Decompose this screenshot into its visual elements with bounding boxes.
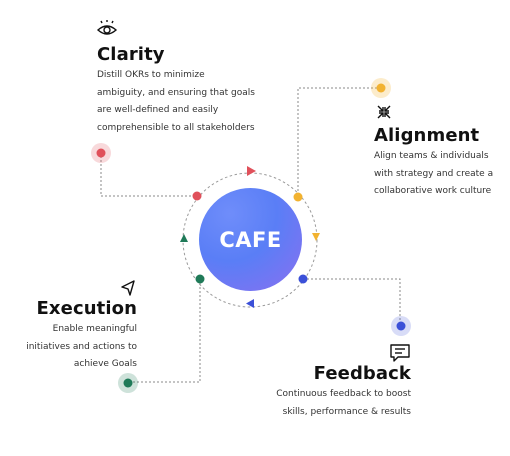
alignment-endpoint	[371, 78, 391, 98]
feedback-description: Continuous feedback to boost skills, per…	[276, 386, 411, 421]
hub-label: CAFE	[219, 227, 282, 252]
clarity-connector	[100, 152, 197, 197]
description-line: with strategy and create a	[374, 168, 494, 179]
alignment-block: Alignment Align teams & individuals with…	[374, 125, 493, 201]
feedback-connector	[303, 278, 401, 326]
description-line: initiatives and actions to	[26, 341, 137, 352]
description-line: achieve Goals	[73, 359, 137, 369]
chat-bubble-icon	[390, 344, 410, 362]
description-line: are well-defined and easily	[97, 105, 219, 115]
feedback-block: Feedback Continuous feedback to boost sk…	[276, 363, 411, 421]
execution-direction-arrow	[180, 234, 188, 242]
clarity-title: Clarity	[97, 44, 165, 65]
description-line: collaborative work culture	[374, 186, 492, 196]
alignment-connector	[297, 87, 381, 197]
clarity-block: Clarity Distill OKRs to minimize ambigui…	[97, 44, 255, 137]
execution-connector	[128, 279, 201, 383]
cafe-hub: CAFE	[199, 188, 302, 291]
execution-endpoint	[118, 373, 138, 393]
clarity-endpoint	[91, 143, 111, 163]
description-line: Enable meaningful	[52, 324, 137, 334]
execution-title: Execution	[36, 298, 137, 319]
clarity-direction-arrow	[247, 166, 256, 176]
feedback-endpoint	[391, 316, 411, 336]
description-line: skills, performance & results	[282, 406, 411, 417]
feedback-ring-node	[298, 274, 308, 284]
execution-description: Enable meaningful initiatives and action…	[26, 321, 137, 374]
execution-block: Execution Enable meaningful initiatives …	[26, 298, 137, 374]
alignment-description: Align teams & individuals with strategy …	[374, 148, 493, 201]
alignment-title: Alignment	[374, 125, 480, 146]
clarity-description: Distill OKRs to minimize ambiguity, and …	[97, 67, 255, 137]
alignment-direction-arrow	[312, 233, 320, 241]
description-line: ambiguity, and ensuring that goals	[97, 87, 255, 98]
description-line: Continuous feedback to boost	[276, 389, 411, 399]
compress-arrows-icon	[377, 105, 391, 119]
feedback-direction-arrow	[246, 299, 254, 308]
eye-icon	[96, 20, 118, 35]
clarity-ring-node	[192, 191, 202, 201]
cursor-arrow-icon	[121, 280, 135, 296]
description-line: Align teams & individuals	[374, 151, 489, 161]
execution-ring-node	[195, 274, 205, 284]
alignment-ring-node	[293, 192, 303, 202]
feedback-title: Feedback	[313, 363, 411, 384]
description-line: Distill OKRs to minimize	[97, 70, 205, 80]
description-line: comprehensible to all stakeholders	[97, 122, 255, 133]
